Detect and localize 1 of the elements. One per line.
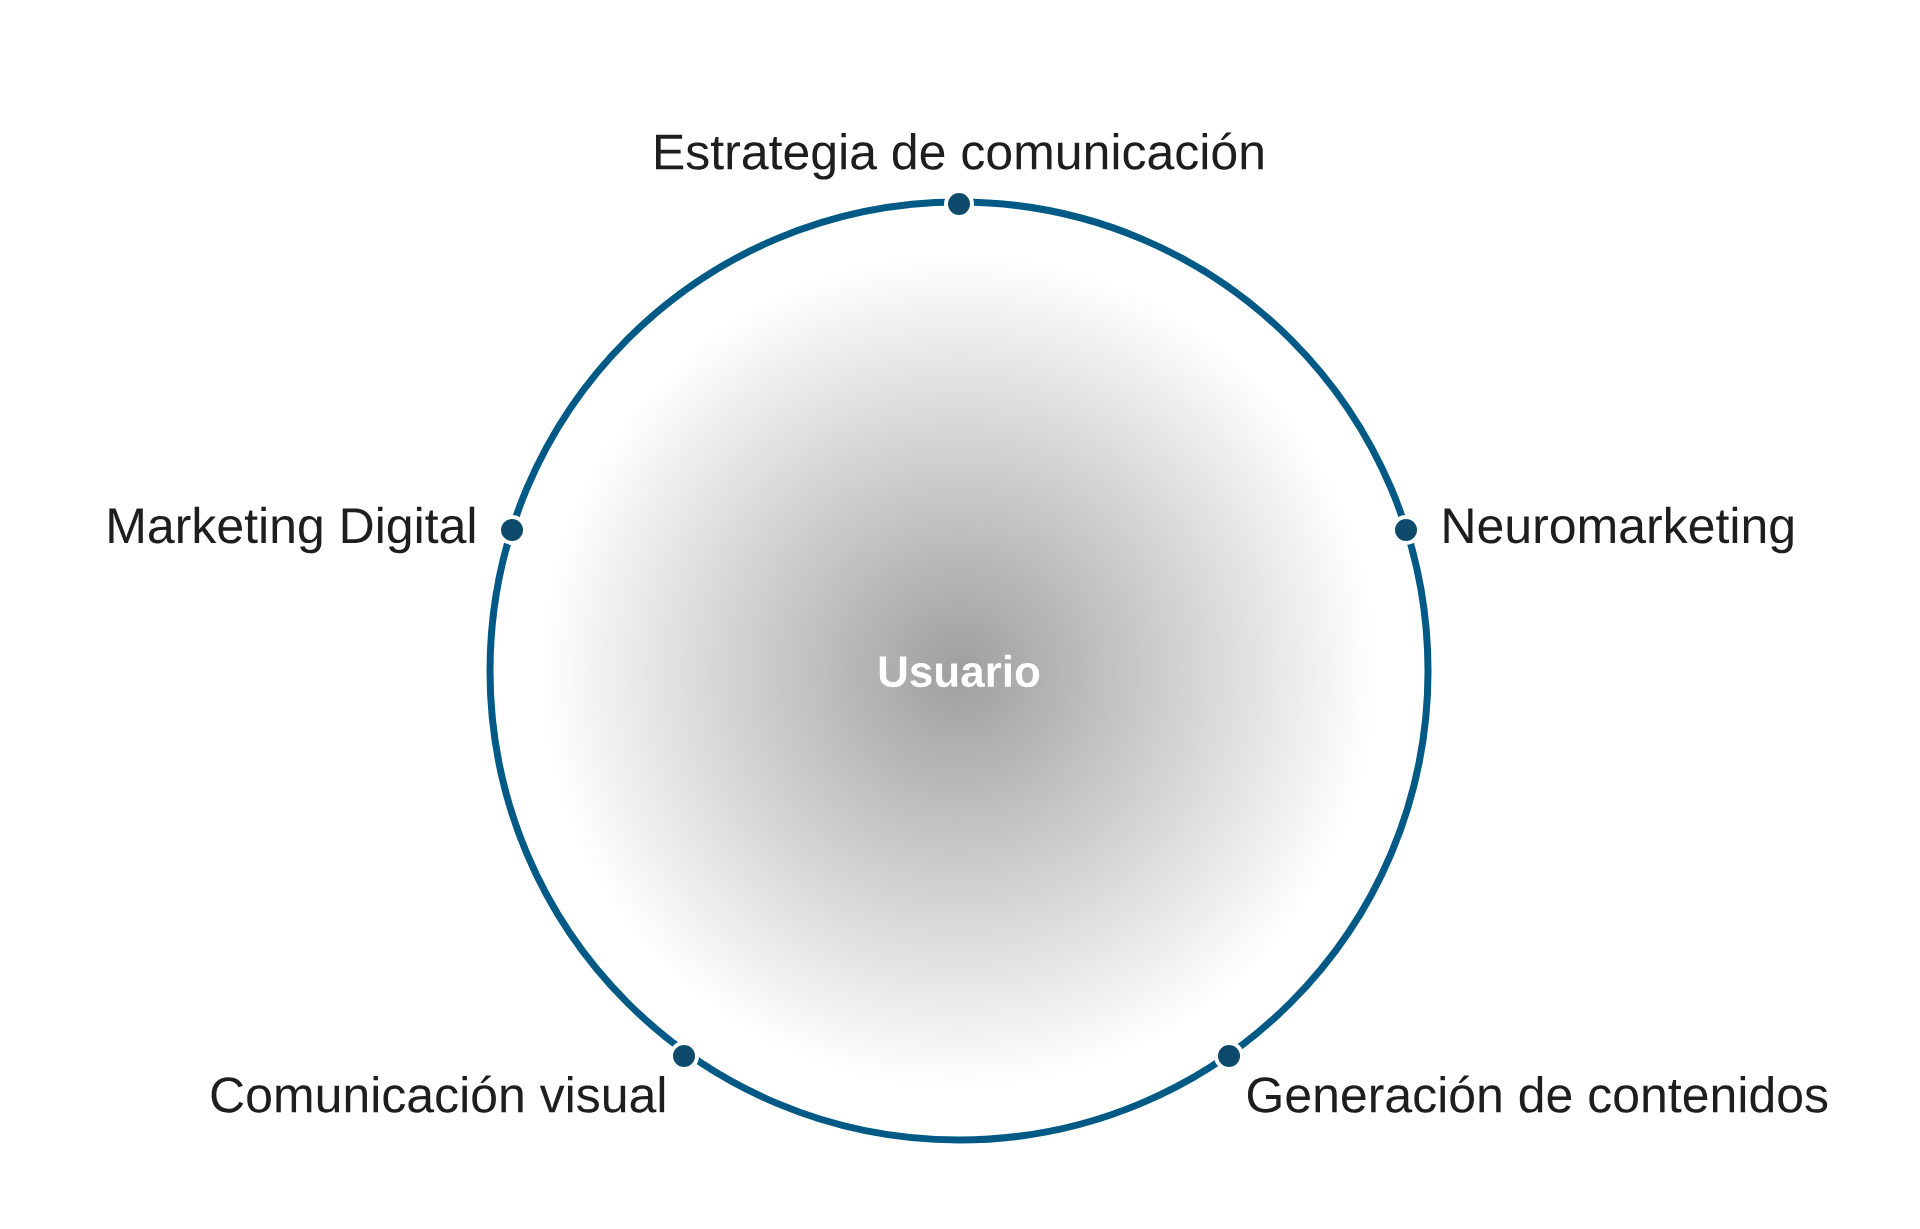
node-label: Estrategia de comunicación	[656, 132, 1263, 180]
